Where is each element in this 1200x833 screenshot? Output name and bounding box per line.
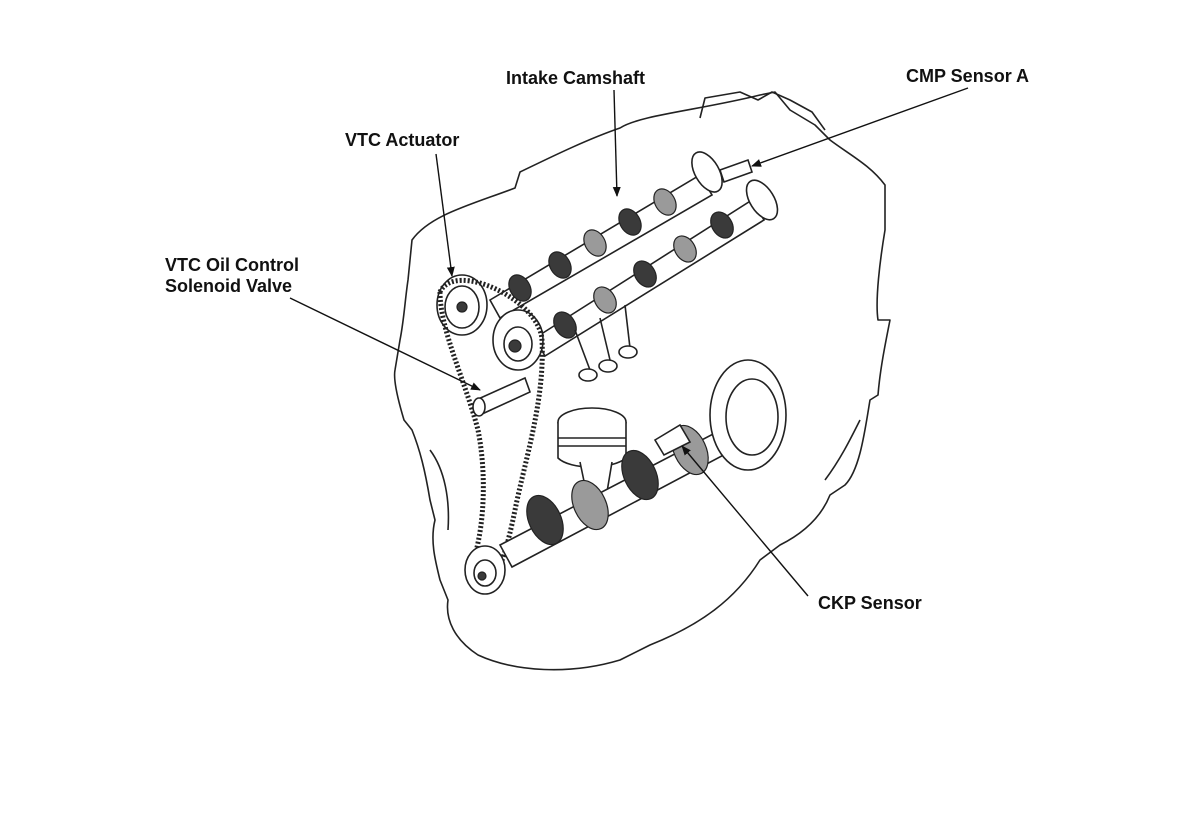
leader-ckp-sensor xyxy=(681,445,809,597)
label-intake-camshaft: Intake Camshaft xyxy=(506,68,646,88)
cylinder-head-ridge xyxy=(699,91,826,131)
leader-cmp-sensor-a xyxy=(751,87,969,167)
label-ckp-sensor: CKP Sensor xyxy=(818,593,922,613)
timing-chain xyxy=(437,278,545,577)
exhaust-camshaft-part xyxy=(533,179,779,358)
intake-camshaft-part xyxy=(488,151,754,320)
vtc-solenoid-valve xyxy=(472,376,532,417)
exhaust-sprocket xyxy=(492,309,544,371)
label-cmp-sensor-a: CMP Sensor A xyxy=(906,66,1030,86)
leader-vtc-solenoid xyxy=(289,297,481,391)
label-vtc-oil-control-line2: Solenoid Valve xyxy=(165,276,293,296)
label-vtc-oil-control-line1: VTC Oil Control xyxy=(165,255,299,275)
leader-vtc-actuator xyxy=(435,153,455,277)
crank-sprocket xyxy=(464,545,506,595)
vtc-actuator-sprocket xyxy=(436,274,488,336)
engine-block-outline xyxy=(393,91,891,671)
label-vtc-actuator: VTC Actuator xyxy=(345,130,460,150)
leader-intake-camshaft xyxy=(612,89,621,197)
valve-train xyxy=(574,304,638,382)
crankshaft xyxy=(498,359,787,569)
block-inner-line xyxy=(429,419,861,531)
